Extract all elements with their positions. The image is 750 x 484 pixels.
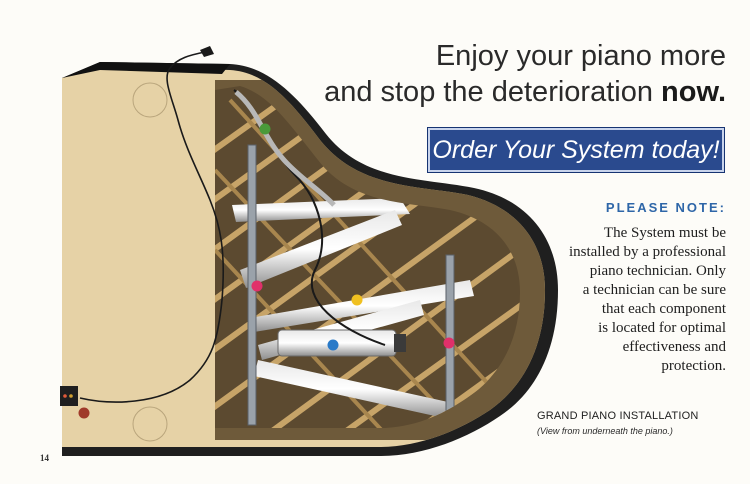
note-line: protection. — [661, 358, 726, 374]
note-line: a technician can be sure — [582, 282, 726, 298]
marker-dot-blue — [327, 339, 339, 351]
control-box — [60, 386, 78, 406]
caster-outlines — [132, 82, 168, 442]
marker-dot-pink — [251, 280, 263, 292]
page-number: 14 — [40, 453, 49, 463]
headline-emphasis: now. — [661, 76, 726, 108]
headline-line-2-text: and stop the deterioration — [324, 76, 662, 108]
headline-line-1: Enjoy your piano more — [435, 40, 726, 72]
caption-title: GRAND PIANO INSTALLATION — [537, 410, 699, 422]
humidifier-unit — [277, 329, 406, 357]
note-line: installed by a professional — [568, 244, 726, 260]
piano-rim-top — [62, 62, 230, 78]
headline: Enjoy your piano more and stop the deter… — [324, 38, 726, 110]
marker-dot-red — [78, 407, 90, 419]
note-line: is located for optimal — [598, 320, 726, 336]
note-body: The System must be installed by a profes… — [506, 224, 726, 376]
caption-subtitle: (View from underneath the piano.) — [537, 426, 673, 436]
note-line: that each component — [601, 301, 726, 317]
power-plug — [200, 46, 214, 57]
marker-dot-green — [259, 123, 271, 135]
note-line: The System must be — [603, 225, 726, 241]
humidistat-tube — [234, 90, 336, 207]
marker-dot-pink-right — [443, 337, 455, 349]
power-cord — [79, 51, 225, 403]
note-heading: PLEASE NOTE: — [605, 200, 726, 215]
order-system-banner[interactable]: Order Your System today! — [427, 127, 725, 173]
marker-dot-yellow — [351, 294, 363, 306]
note-line: effectiveness and — [622, 339, 726, 355]
note-line: piano technician. Only — [589, 263, 726, 279]
headline-line-2: and stop the deterioration now. — [324, 74, 726, 110]
